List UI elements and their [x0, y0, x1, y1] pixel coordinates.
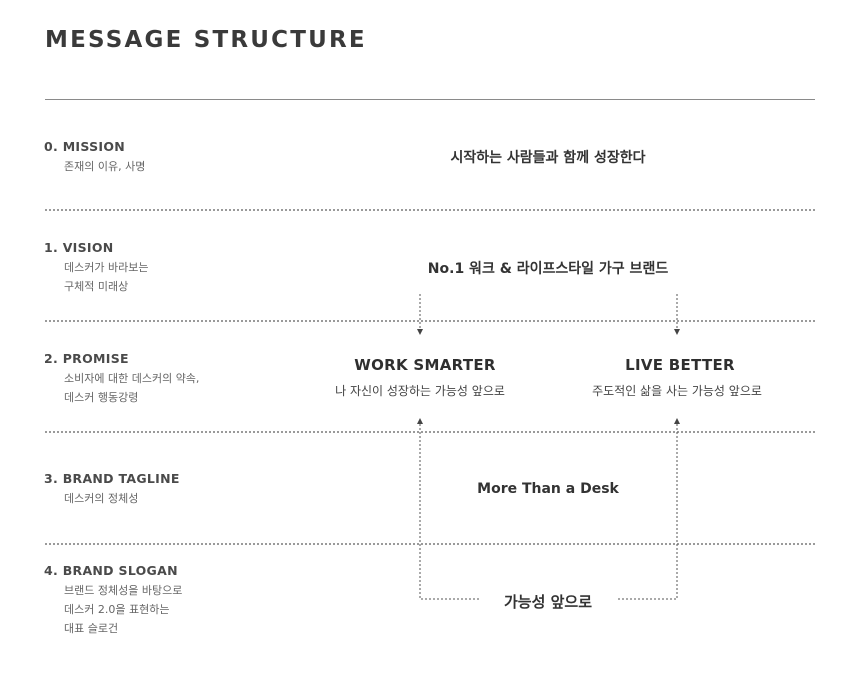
up-arrow-icon — [417, 418, 423, 424]
brand-slogan: 가능성 앞으로 — [503, 593, 593, 611]
row-desc-slogan-line3: 대표 슬로건 — [64, 622, 119, 635]
row-desc-promise-line1: 소비자에 대한 데스커의 약속, — [64, 372, 200, 385]
promise-work-smarter-sub: 나 자신이 성장하는 가능성 앞으로 — [335, 384, 505, 398]
row-divider — [45, 320, 815, 322]
row-desc-vision-line2: 구체적 미래상 — [64, 280, 129, 293]
row-label-mission: 0. MISSION — [44, 139, 126, 154]
row-label-promise: 2. PROMISE — [44, 351, 129, 366]
live-better-to-slogan-line — [616, 424, 678, 600]
row-desc-vision-line1: 데스커가 바라보는 — [64, 261, 149, 274]
row-label-slogan: 4. BRAND SLOGAN — [44, 563, 178, 578]
page-title: MESSAGE STRUCTURE — [45, 27, 367, 53]
row-divider — [45, 431, 815, 433]
brand-tagline: More Than a Desk — [477, 481, 619, 497]
up-arrow-icon — [674, 418, 680, 424]
row-label-vision: 1. VISION — [44, 240, 114, 255]
promise-work-smarter-title: WORK SMARTER — [354, 356, 496, 374]
promise-live-better-sub: 주도적인 삶을 사는 가능성 앞으로 — [592, 384, 762, 398]
work-smarter-to-slogan-line — [419, 424, 480, 600]
row-divider — [45, 209, 815, 211]
down-arrow-icon — [674, 329, 680, 335]
row-desc-slogan-line2: 데스커 2.0을 표현하는 — [64, 603, 170, 616]
mission-statement: 시작하는 사람들과 함께 성장한다 — [450, 150, 646, 166]
vision-statement: No.1 워크 & 라이프스타일 가구 브랜드 — [427, 261, 669, 277]
row-desc-promise-line2: 데스커 행동강령 — [64, 391, 139, 404]
row-desc-slogan-line1: 브랜드 정체성을 바탕으로 — [64, 584, 183, 597]
down-arrow-icon — [417, 329, 423, 335]
row-desc-mission: 존재의 이유, 사명 — [64, 160, 146, 173]
row-desc-tagline: 데스커의 정체성 — [64, 492, 139, 505]
row-divider — [45, 543, 815, 545]
row-label-tagline: 3. BRAND TAGLINE — [44, 471, 180, 486]
title-divider — [45, 99, 815, 100]
promise-live-better-title: LIVE BETTER — [625, 356, 735, 374]
